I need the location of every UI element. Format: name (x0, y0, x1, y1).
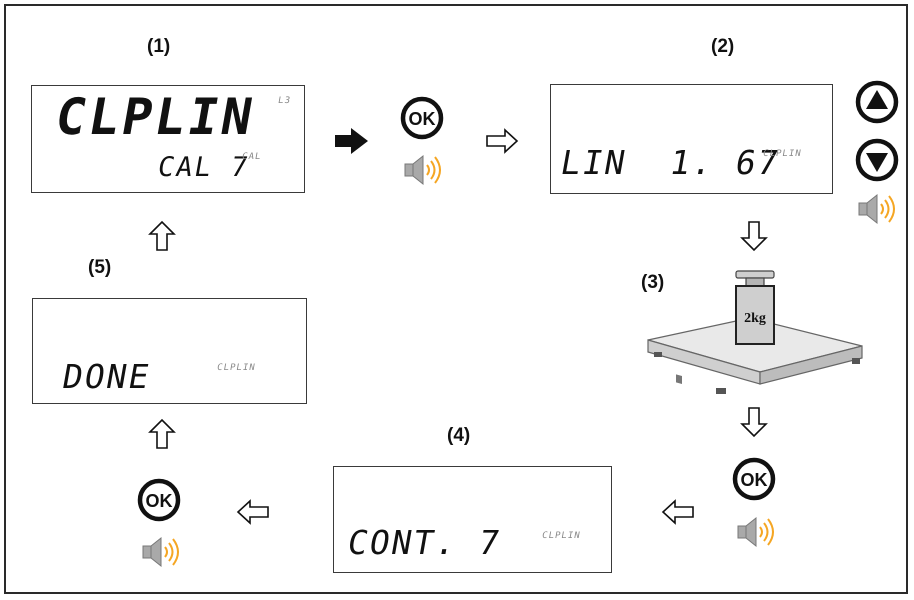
step-1-label: (1) (147, 36, 171, 57)
ok-label: OK (409, 109, 436, 129)
weight-label: 2kg (744, 311, 766, 326)
display-2: LIN 1. 67 CLPLIN (550, 84, 833, 194)
display-5-indicator: CLPLIN (216, 363, 257, 373)
speaker-beep-icon (404, 155, 441, 185)
step-2-label: (2) (711, 36, 735, 57)
display-1-sub-indicator: CAL (241, 152, 263, 162)
display-4-main-text: CONT. 7 (344, 523, 505, 562)
display-5: DONE CLPLIN (32, 298, 307, 404)
arrow-right-outline-icon (486, 129, 518, 153)
display-2-indicator: CLPLIN (762, 149, 803, 159)
weighing-platform-icon: 2kg (647, 270, 863, 394)
speaker-beep-icon (737, 517, 774, 547)
ok-label: OK (146, 491, 173, 511)
arrow-left-outline-icon (237, 500, 269, 524)
diagram-frame (4, 4, 908, 594)
arrow-up-outline-icon (149, 419, 175, 449)
display-1: CLPLIN L3 CAL 7 CAL (31, 85, 305, 193)
up-key-icon (855, 80, 899, 124)
display-4: CONT. 7 CLPLIN (333, 466, 612, 573)
arrow-up-outline-icon (149, 221, 175, 251)
display-2-main-text: LIN 1. 67 (557, 143, 784, 182)
step-3-label: (3) (641, 272, 665, 293)
ok-button-icon: OK (732, 457, 776, 501)
calibration-weight-icon: 2kg (735, 270, 775, 345)
ok-label: OK (741, 470, 768, 490)
speaker-beep-icon (858, 194, 895, 224)
ok-button-icon: OK (137, 478, 181, 522)
speaker-beep-icon (142, 537, 179, 567)
step-5-label: (5) (88, 257, 112, 278)
arrow-left-outline-icon (662, 500, 694, 524)
arrow-right-solid-icon (335, 128, 368, 154)
arrow-down-outline-icon (741, 407, 767, 437)
display-1-main-text: CLPLIN (50, 88, 260, 146)
step-4-label: (4) (447, 425, 471, 446)
ok-button-icon: OK (400, 96, 444, 140)
display-4-indicator: CLPLIN (541, 531, 582, 541)
down-key-icon (855, 138, 899, 182)
display-1-sub-text: CAL 7 (155, 152, 253, 183)
arrow-down-outline-icon (741, 221, 767, 251)
display-1-indicator: L3 (277, 96, 292, 106)
display-5-main-text: DONE (59, 357, 154, 396)
